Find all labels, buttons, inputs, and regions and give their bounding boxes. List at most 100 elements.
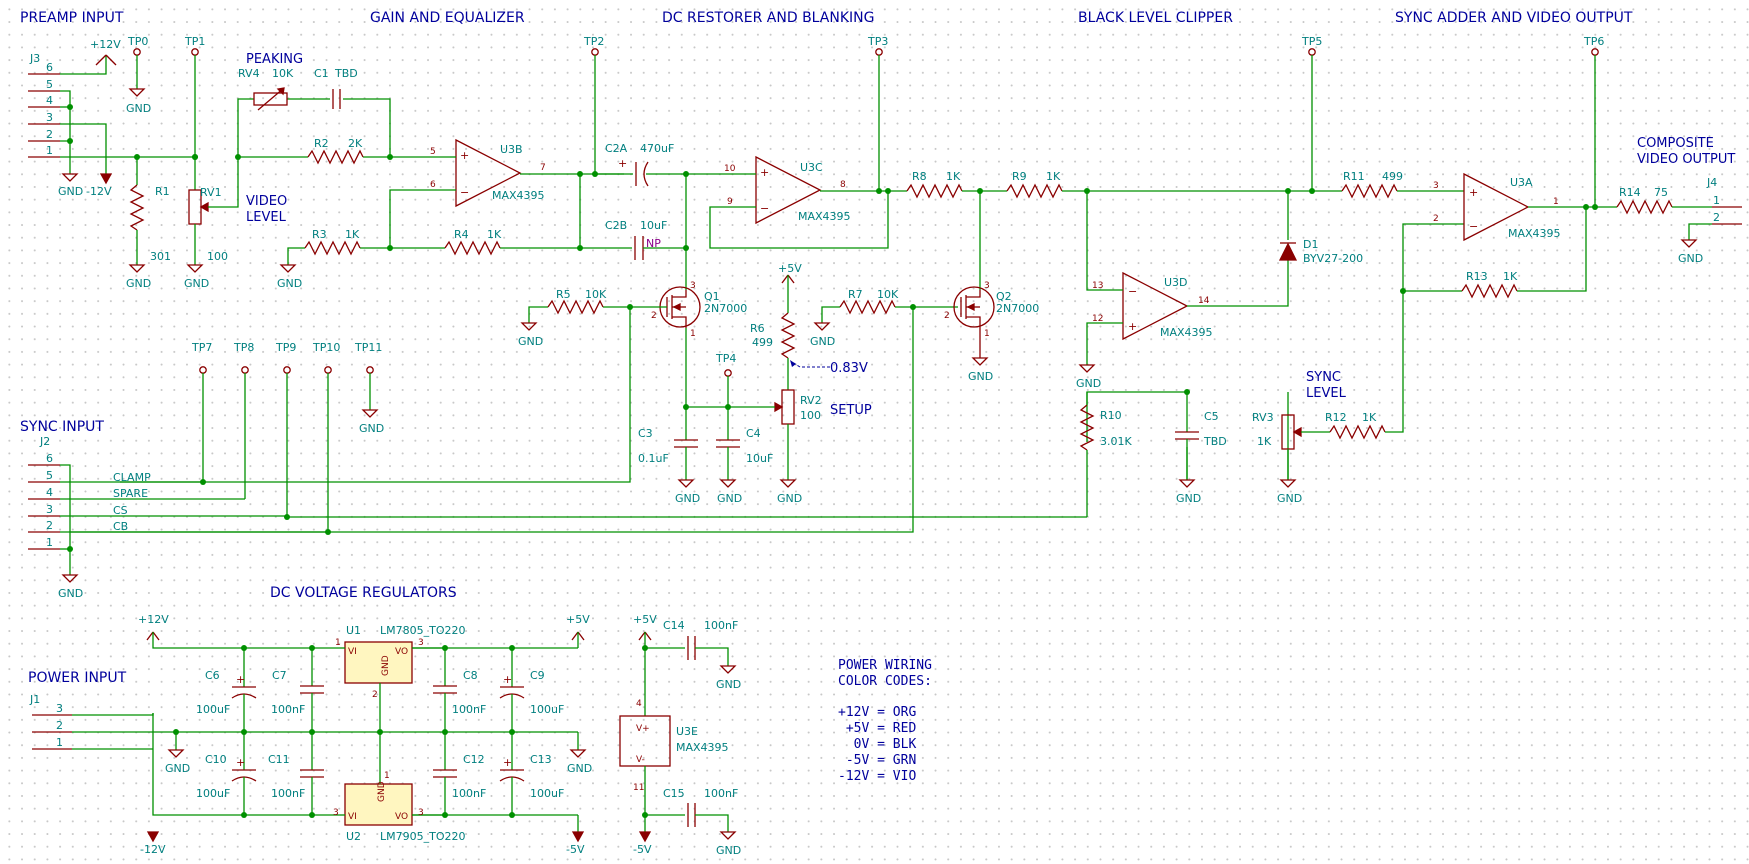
tp6: TP6 (1583, 35, 1604, 207)
gnd-label-c5: GND (1176, 492, 1201, 505)
j1-pin-2: 2 (56, 719, 63, 732)
u1-pin-1: 1 (335, 638, 341, 648)
tp2-label: TP2 (583, 35, 604, 48)
rv2-ref: RV2 (800, 394, 822, 407)
c5-value: TBD (1203, 435, 1227, 448)
q1-pin-1: 1 (690, 329, 696, 339)
c14-value: 100nF (704, 619, 738, 632)
heading-regulators: DC VOLTAGE REGULATORS (270, 585, 457, 601)
c5-ref: C5 (1204, 410, 1219, 423)
c10-capacitor: + C10 100uF (196, 732, 257, 815)
heading-gain-equalizer: GAIN AND EQUALIZER (370, 10, 525, 26)
svg-text:+: + (760, 166, 769, 179)
j4-pin-1: 1 (1713, 194, 1720, 207)
gnd-label-u3d: GND (1076, 377, 1101, 390)
r2-ref: R2 (314, 137, 329, 150)
u3b-opamp: + − 5 6 7 U3B MAX4395 (389, 138, 624, 248)
svg-text:−: − (760, 202, 769, 215)
u3c-value: MAX4395 (798, 210, 851, 223)
signal-spare: SPARE (113, 487, 148, 500)
color-code-title-1: POWER WIRING (838, 658, 932, 673)
u3c-ref: U3C (800, 161, 823, 174)
m12-label-2: -12V (140, 843, 166, 856)
u1-pin-gnd: GND (381, 655, 391, 676)
q2-pin-3: 3 (984, 281, 990, 291)
gnd-label-tp0: GND (126, 102, 151, 115)
svg-text:−: − (1469, 220, 1478, 233)
u3c-pin-9: 9 (727, 197, 733, 207)
section-headings: PREAMP INPUT GAIN AND EQUALIZER DC RESTO… (20, 10, 1633, 686)
m12-label-1: -12V (86, 185, 112, 198)
c6-value: 100uF (196, 703, 230, 716)
svg-text:+: + (503, 673, 512, 686)
u3e-pin-vminus: V- (636, 755, 645, 765)
d1-ref: D1 (1303, 238, 1318, 251)
gnd-label-c3: GND (675, 492, 700, 505)
q1-pin-3: 3 (690, 281, 696, 291)
color-code-row-2: +5V = RED (838, 721, 916, 736)
p5-label-u3e: +5V (633, 613, 657, 626)
video-level-label-2: LEVEL (246, 210, 287, 225)
rv4-ref: RV4 (238, 67, 260, 80)
gnd-label-r5: GND (518, 335, 543, 348)
setup-network: +5V R6 499 GND RV2 100 SETUP 0.83V TP4 G… (638, 262, 872, 505)
j3-preamp-connector: J3 6 5 4 3 2 1 (28, 52, 195, 174)
u3d-opamp: − + 13 12 14 U3D MAX4395 GND (1076, 191, 1289, 390)
color-code-row-1: +12V = ORG (838, 705, 916, 720)
j1-pin-3: 3 (56, 702, 63, 715)
tp9-label: TP9 (275, 341, 296, 354)
svg-text:−: − (460, 186, 469, 199)
c3-ref: C3 (638, 427, 653, 440)
c2b-capacitor: C2B 10uF NP (580, 219, 689, 260)
j3-pin-5: 5 (46, 78, 53, 91)
m5-label-reg: -5V (566, 843, 585, 856)
tp11-label: TP11 (354, 341, 382, 354)
u3e-value: MAX4395 (676, 741, 729, 754)
svg-text:+: + (503, 756, 512, 769)
tp1: TP1 (184, 35, 205, 157)
j2-sync-connector: J2 6 5 4 3 2 1 GND CLAMP SPARE CS CB (28, 435, 328, 600)
r3-value: 1K (345, 228, 360, 241)
r13-value: 1K (1503, 270, 1518, 283)
c6-capacitor: + C6 100uF (196, 648, 257, 732)
rv1-value: 100 (207, 250, 228, 263)
video-level-label-1: VIDEO (246, 194, 287, 209)
r9-ref: R9 (1012, 170, 1027, 183)
p5-label-r6: +5V (778, 262, 802, 275)
tp3-label: TP3 (867, 35, 888, 48)
sync-level-label-2: LEVEL (1306, 386, 1347, 401)
r13-ref: R13 (1466, 270, 1488, 283)
gnd-label-rv3: GND (1277, 492, 1302, 505)
u1-ref: U1 (346, 624, 361, 637)
heading-preamp-input: PREAMP INPUT (20, 10, 124, 26)
r11-value: 499 (1382, 170, 1403, 183)
tp2: TP2 (583, 35, 604, 174)
u3d-pin-14: 14 (1198, 296, 1210, 306)
c13-capacitor: + C13 100uF (499, 732, 564, 815)
power-rails: +12V +5V -12V -5V GND GND (138, 613, 592, 856)
r14-and-j4: R14 75 COMPOSITE VIDEO OUTPUT J4 1 2 GND (1616, 136, 1742, 265)
c2a-value: 470uF (640, 142, 674, 155)
c7-ref: C7 (272, 669, 287, 682)
c13-ref: C13 (530, 753, 552, 766)
r2-resistor: R2 2K (307, 137, 364, 165)
c3-value: 0.1uF (638, 452, 669, 465)
d1-value: BYV27-200 (1303, 252, 1363, 265)
c15-ref: C15 (663, 787, 685, 800)
u3d-pin-12: 12 (1092, 314, 1103, 324)
u3e-pin-11: 11 (633, 783, 644, 793)
color-code-note: POWER WIRING COLOR CODES: +12V = ORG +5V… (838, 658, 932, 784)
rv1-potentiometer: GND RV1 100 VIDEO LEVEL (184, 154, 287, 290)
color-code-row-5: -12V = VIO (838, 769, 916, 784)
tp1-label: TP1 (184, 35, 205, 48)
q2-value: 2N7000 (996, 302, 1039, 315)
u2-regulator: VI VO GND 3 3 1 U2 LM7905_TO220 (333, 732, 466, 843)
composite-label-2: VIDEO OUTPUT (1637, 152, 1735, 167)
r6-value: 499 (752, 336, 773, 349)
r10-c5-rv3: R10 3.01K GND C5 TBD GND RV3 1K SYNC LEV… (287, 370, 1347, 518)
color-code-title-2: COLOR CODES: (838, 674, 932, 689)
r5-value: 10K (585, 288, 607, 301)
tp0: TP0 (127, 35, 148, 89)
r14-ref: R14 (1619, 186, 1641, 199)
